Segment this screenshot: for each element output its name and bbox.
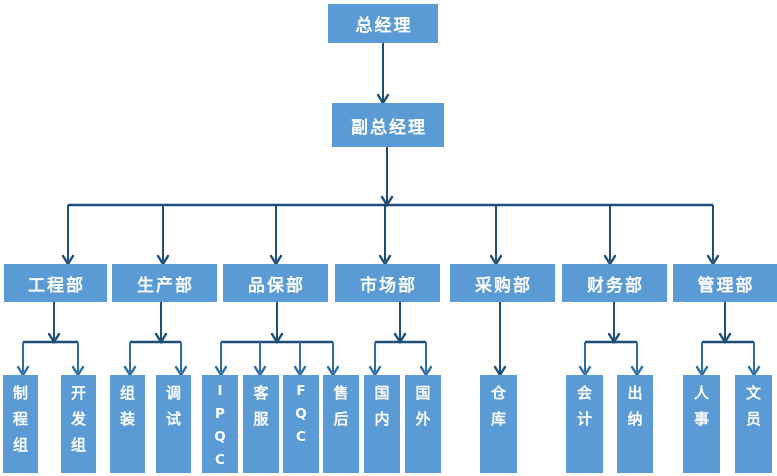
org-node-label-char: P xyxy=(215,406,225,422)
arrowhead-down-icon xyxy=(393,332,407,345)
arrowhead-down-icon xyxy=(419,365,433,378)
org-node-label-char: 人 xyxy=(693,384,709,402)
org-node-label-char: 调 xyxy=(165,384,181,402)
org-node-cashier: 出纳 xyxy=(617,375,653,473)
org-node-engineering-dept: 工程部 xyxy=(4,264,107,302)
org-node-label-char: 服 xyxy=(253,410,269,428)
org-node-production-dept: 生产部 xyxy=(112,264,217,302)
org-node-label-char: 后 xyxy=(333,410,349,428)
org-node-label-char: 售 xyxy=(333,384,349,402)
org-node-label-char: Q xyxy=(214,429,226,445)
org-node-process-group: 制程组 xyxy=(3,375,38,473)
arrowhead-down-icon xyxy=(326,365,340,378)
arrowhead-down-icon xyxy=(578,365,592,378)
org-node-hr: 人事 xyxy=(683,375,720,473)
org-node-label-char: C xyxy=(296,429,306,445)
org-node-label-char: 会 xyxy=(576,384,592,402)
arrowhead-down-icon xyxy=(253,365,267,378)
org-node-warehouse: 仓库 xyxy=(480,375,517,473)
org-node-label-char: 发 xyxy=(70,410,86,428)
arrowhead-down-icon xyxy=(718,332,732,345)
org-node-quality-dept: 品保部 xyxy=(223,264,328,302)
org-node-label-char: 纳 xyxy=(627,410,643,428)
org-node-label-char: 仓 xyxy=(490,384,506,402)
arrowhead-down-icon xyxy=(123,365,137,378)
arrowhead-down-icon xyxy=(293,365,307,378)
org-node-finance-dept: 财务部 xyxy=(562,264,667,302)
org-node-overseas: 国外 xyxy=(405,375,441,473)
arrowhead-down-icon xyxy=(489,254,503,267)
arrowhead-down-icon xyxy=(154,332,168,345)
arrowhead-down-icon xyxy=(376,93,390,106)
arrowhead-down-icon xyxy=(607,332,621,345)
arrowhead-down-icon xyxy=(270,332,284,345)
org-node-label-char: 开 xyxy=(70,384,86,402)
org-node-label-char: I xyxy=(217,383,223,399)
org-node-label-char: 组 xyxy=(70,436,86,454)
org-node-label-char: 组 xyxy=(12,436,28,454)
arrowhead-down-icon xyxy=(214,365,228,378)
arrowhead-down-icon xyxy=(174,365,188,378)
org-node-label-char: 组 xyxy=(119,384,135,402)
org-node-label-char: 试 xyxy=(165,410,181,428)
arrowhead-down-icon xyxy=(156,254,170,267)
org-node-label-char: 员 xyxy=(745,410,761,428)
org-node-label-char: F xyxy=(296,383,306,399)
org-node-label-char: Q xyxy=(295,406,307,422)
org-node-development-group: 开发组 xyxy=(61,375,96,473)
org-node-deputy-general-manager: 副总经理 xyxy=(332,103,444,147)
arrowhead-down-icon xyxy=(47,332,61,345)
arrowhead-down-icon xyxy=(61,254,75,267)
org-node-accounting: 会计 xyxy=(566,375,603,473)
org-node-domestic: 国内 xyxy=(364,375,400,473)
org-node-label-char: 外 xyxy=(415,410,431,428)
org-node-label-char: 制 xyxy=(12,384,28,402)
org-node-label-char: 事 xyxy=(693,410,709,428)
org-node-customer-service: 客服 xyxy=(243,375,279,473)
arrowhead-down-icon xyxy=(378,254,392,267)
org-node-label-char: 计 xyxy=(576,410,592,428)
org-node-after-sales: 售后 xyxy=(323,375,359,473)
org-node-label-char: 装 xyxy=(119,410,135,428)
org-node-label-char: 国 xyxy=(415,384,431,402)
arrowhead-down-icon xyxy=(16,365,30,378)
arrowhead-down-icon xyxy=(695,365,709,378)
org-node-debugging: 调试 xyxy=(156,375,191,473)
org-node-clerk: 文员 xyxy=(735,375,772,473)
arrowhead-down-icon xyxy=(603,254,617,267)
org-node-admin-dept: 管理部 xyxy=(673,264,777,302)
org-node-label-char: 内 xyxy=(374,410,390,428)
org-node-general-manager: 总经理 xyxy=(328,4,438,43)
arrowhead-down-icon xyxy=(493,365,507,378)
org-node-label-char: 出 xyxy=(627,384,643,402)
org-node-label-char: 库 xyxy=(490,410,506,428)
arrowhead-down-icon xyxy=(380,195,394,208)
org-node-label-char: 程 xyxy=(12,410,28,428)
arrowhead-down-icon xyxy=(368,365,382,378)
org-node-label-char: C xyxy=(215,452,225,468)
org-node-label-char: 国 xyxy=(374,384,390,402)
org-node-label-char: 文 xyxy=(745,384,761,402)
org-node-marketing-dept: 市场部 xyxy=(335,264,440,302)
org-node-label-char: 客 xyxy=(253,384,269,402)
arrowhead-down-icon xyxy=(269,254,283,267)
org-node-purchasing-dept: 采购部 xyxy=(450,264,555,302)
arrowhead-down-icon xyxy=(630,365,644,378)
arrowhead-down-icon xyxy=(706,254,720,267)
arrowhead-down-icon xyxy=(71,365,85,378)
org-node-assembly: 组装 xyxy=(110,375,145,473)
arrowhead-down-icon xyxy=(747,365,761,378)
